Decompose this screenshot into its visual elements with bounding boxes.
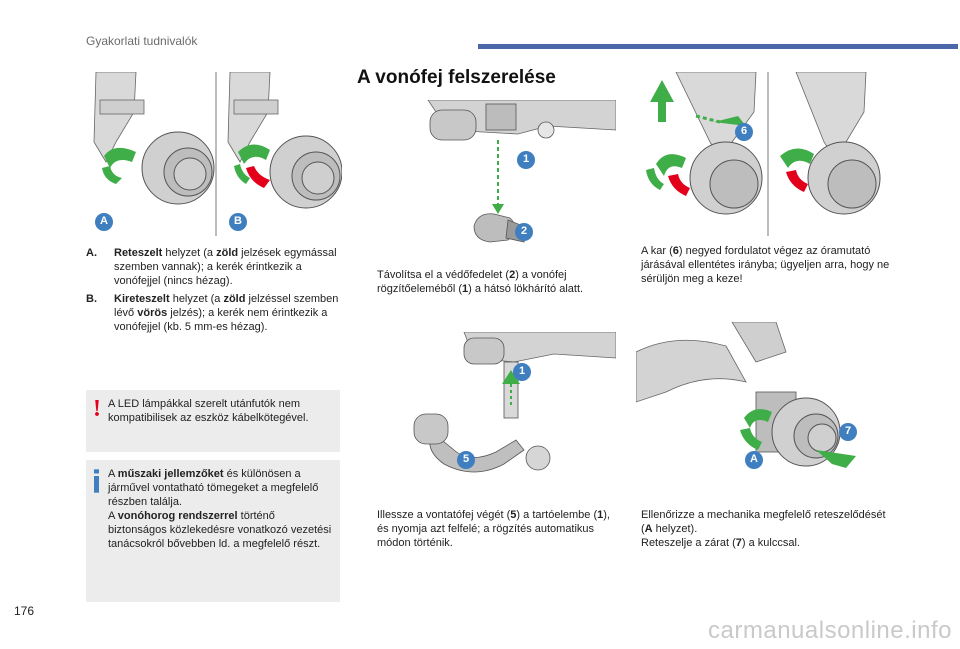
step-lock-key: Reteszelje a zárat (7) a kulccsal. (641, 537, 800, 549)
label-7: 7 (844, 425, 852, 437)
page-number: 176 (14, 604, 35, 618)
label-b: B (234, 215, 242, 227)
label-5: 5 (462, 453, 470, 465)
figure-lever-turn: 6 (636, 72, 892, 236)
figure-lock-positions: A B (86, 72, 342, 236)
info-box: A műszaki jellemzőket és különösen a jár… (86, 460, 340, 602)
definition-a: A. Reteszelt helyzet (a zöld jelzések eg… (86, 247, 337, 287)
definition-b: B. Kireteszelt helyzet (a zöld jelzéssel… (86, 293, 339, 333)
info-icon (94, 469, 99, 493)
warning-icon: ! (93, 396, 101, 422)
page-title: A vonófej felszerelése (357, 67, 556, 88)
warning-text: A LED lámpákkal szerelt utánfutók nem ko… (108, 398, 309, 424)
info-text: A műszaki jellemzőket és különösen a jár… (108, 468, 332, 550)
warning-box: ! A LED lámpákkal szerelt utánfutók nem … (86, 390, 340, 452)
step-lever-turn: A kar (6) negyed fordulatot végez az óra… (641, 245, 890, 285)
step-insert-towball: Illessze a vontatófej végét (5) a tartóe… (377, 509, 610, 549)
watermark: carmanualsonline.info (708, 617, 952, 644)
step-check-lock: Ellenőrizze a mechanika megfelelő retesz… (641, 509, 886, 535)
figure-lock-key: 7 A (636, 322, 892, 488)
section-header: Gyakorlati tudnivalók (86, 34, 198, 48)
label-a-lock: A (750, 453, 758, 465)
label-1b: 1 (518, 365, 526, 377)
figure-insert-towball: 1 5 (404, 332, 616, 488)
step-remove-cover: Távolítsa el a védőfedelet (2) a vonófej… (377, 269, 584, 295)
label-1: 1 (522, 153, 530, 165)
label-2: 2 (520, 225, 528, 237)
label-6: 6 (740, 125, 748, 137)
label-a: A (100, 215, 108, 227)
figure-remove-cover: 1 2 (378, 100, 616, 258)
header-bar (478, 44, 958, 49)
